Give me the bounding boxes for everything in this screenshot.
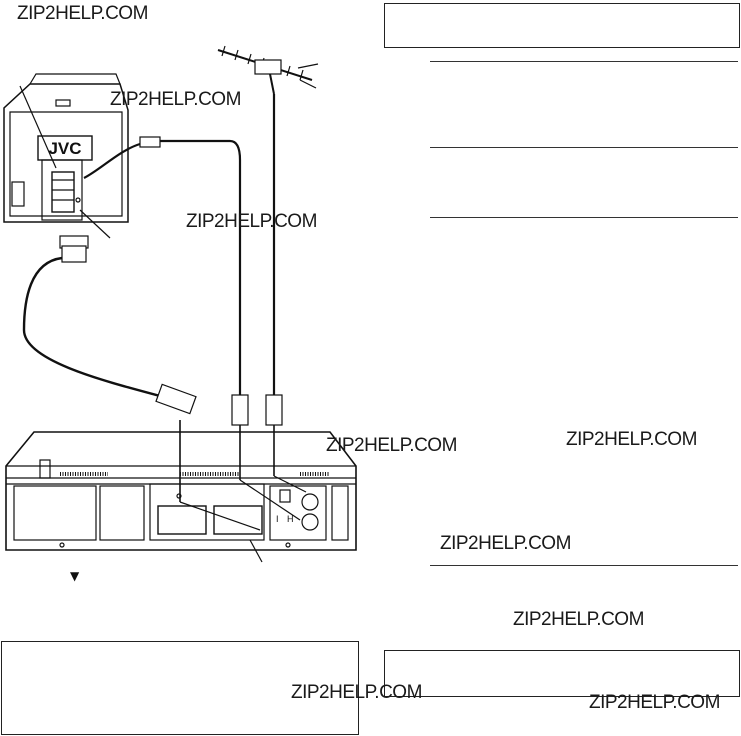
rule-4 — [430, 565, 738, 566]
tv-set — [3, 73, 129, 239]
vcr-jack-label-1: I — [276, 514, 279, 524]
watermark: ZIP2HELP.COM — [291, 682, 422, 703]
bottom-left-box — [1, 641, 359, 735]
watermark: ZIP2HELP.COM — [440, 533, 571, 554]
watermark: ZIP2HELP.COM — [110, 89, 241, 110]
down-arrow-icon: ▼ — [70, 569, 80, 583]
watermark: ZIP2HELP.COM — [589, 692, 720, 713]
vcr-jack-label-2: H — [287, 514, 294, 524]
watermark: ZIP2HELP.COM — [513, 609, 644, 630]
bottom-right-box — [384, 650, 740, 697]
watermark: ZIP2HELP.COM — [186, 211, 317, 232]
antenna — [217, 45, 319, 95]
watermark: ZIP2HELP.COM — [17, 3, 148, 24]
rule-3 — [430, 217, 738, 218]
watermark: ZIP2HELP.COM — [566, 429, 697, 450]
top-right-box — [384, 3, 740, 48]
tv-logo: JVC — [48, 139, 81, 158]
watermark: ZIP2HELP.COM — [326, 435, 457, 456]
rule-2 — [430, 147, 738, 148]
vcr-unit — [5, 431, 357, 563]
rule-1 — [430, 61, 738, 62]
